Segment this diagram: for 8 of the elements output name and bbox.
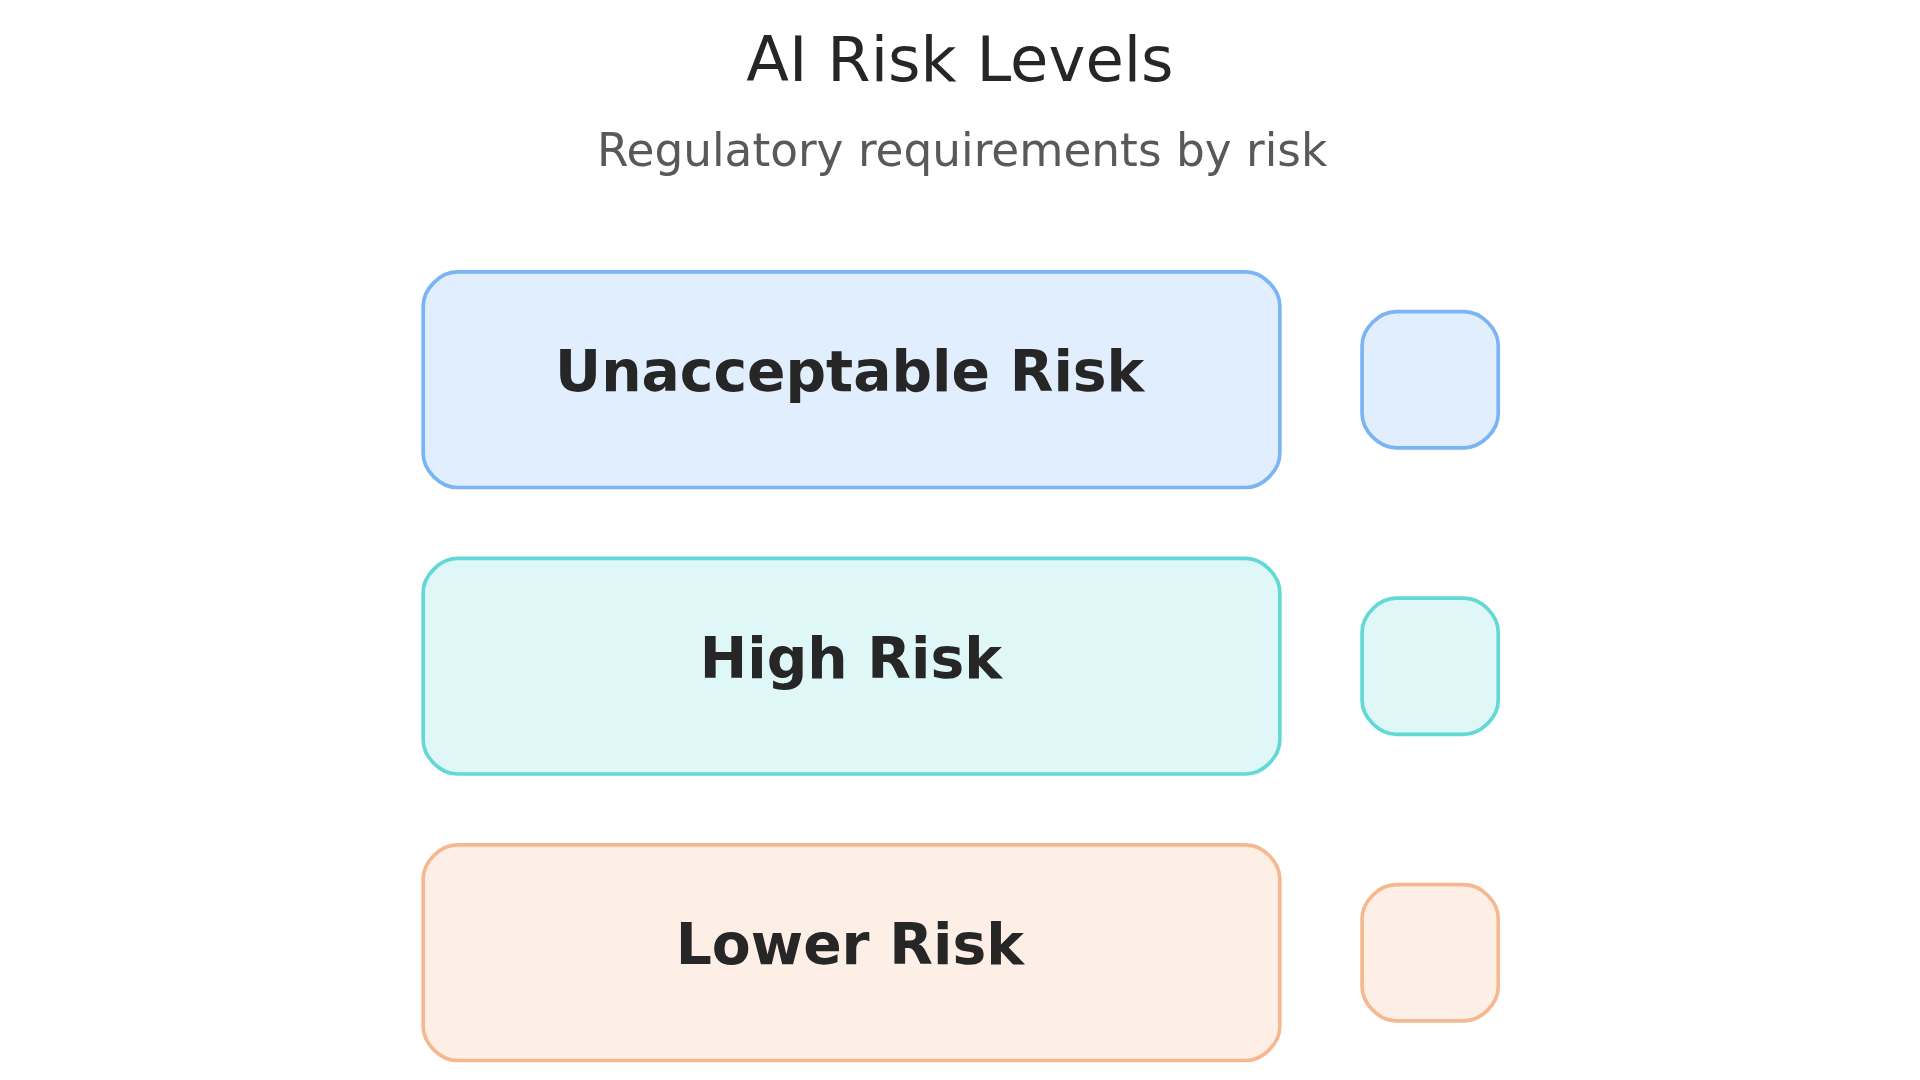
node-box: Unacceptable Risk [421, 270, 1282, 490]
diagram-title: AI Risk Levels [746, 22, 1174, 96]
node-box [1360, 309, 1501, 450]
node-box: High Risk [421, 556, 1282, 776]
node-box: Lower Risk [421, 843, 1282, 1063]
label: Regulatory requirements by risk [597, 124, 1328, 178]
node-box [1360, 596, 1501, 737]
node-box [1360, 882, 1501, 1023]
